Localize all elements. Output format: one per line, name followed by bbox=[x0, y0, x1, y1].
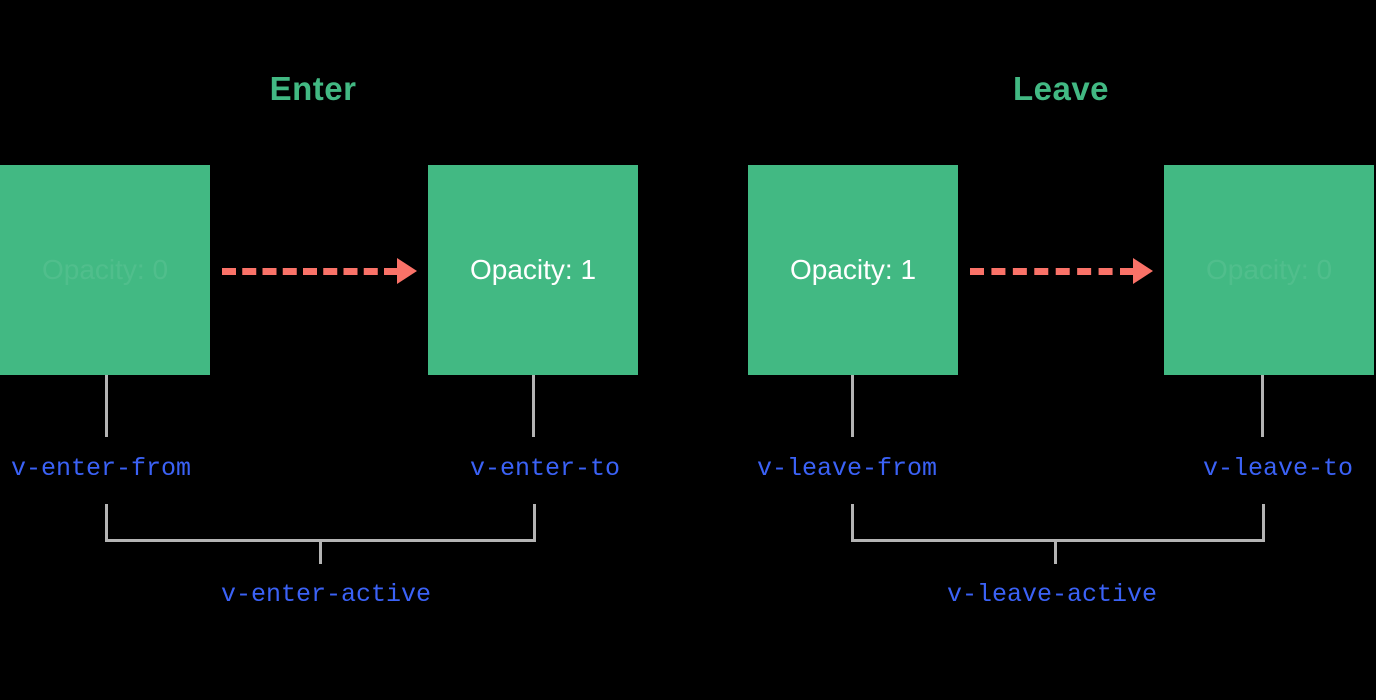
leave-active-class-label: v-leave-active bbox=[946, 580, 1158, 609]
enter-from-box-label: Opacity: 0 bbox=[41, 254, 169, 285]
enter-from-stem bbox=[105, 375, 108, 437]
leave-to-class-label: v-leave-to bbox=[1202, 454, 1353, 483]
arrow-dashed-line-icon bbox=[222, 267, 398, 275]
leave-from-stem bbox=[851, 375, 854, 437]
leave-from-box-label: Opacity: 1 bbox=[789, 254, 917, 285]
leave-active-bracket-stem bbox=[1054, 542, 1057, 564]
enter-to-box-label: Opacity: 1 bbox=[469, 254, 597, 285]
enter-from-class-label: v-enter-from bbox=[11, 454, 192, 483]
leave-section-title: Leave bbox=[1012, 70, 1110, 107]
leave-from-class-label: v-leave-from bbox=[757, 454, 938, 483]
enter-section-title: Enter bbox=[269, 70, 357, 107]
leave-to-box-label: Opacity: 0 bbox=[1205, 254, 1333, 285]
enter-to-class-label: v-enter-to bbox=[469, 454, 620, 483]
leave-from-box: Opacity: 1 bbox=[748, 165, 958, 375]
enter-to-stem bbox=[532, 375, 535, 437]
enter-active-bracket-stem bbox=[319, 542, 322, 564]
leave-to-stem bbox=[1261, 375, 1264, 437]
leave-to-box: Opacity: 0 bbox=[1164, 165, 1374, 375]
enter-transition-arrow bbox=[222, 258, 417, 284]
enter-active-class-label: v-enter-active bbox=[220, 580, 432, 609]
enter-active-bracket bbox=[105, 504, 536, 542]
arrow-head-icon bbox=[397, 258, 417, 284]
arrow-head-icon bbox=[1133, 258, 1153, 284]
enter-from-box: Opacity: 0 bbox=[0, 165, 210, 375]
leave-transition-arrow bbox=[970, 258, 1153, 284]
arrow-dashed-line-icon bbox=[970, 267, 1134, 275]
enter-to-box: Opacity: 1 bbox=[428, 165, 638, 375]
leave-active-bracket bbox=[851, 504, 1265, 542]
